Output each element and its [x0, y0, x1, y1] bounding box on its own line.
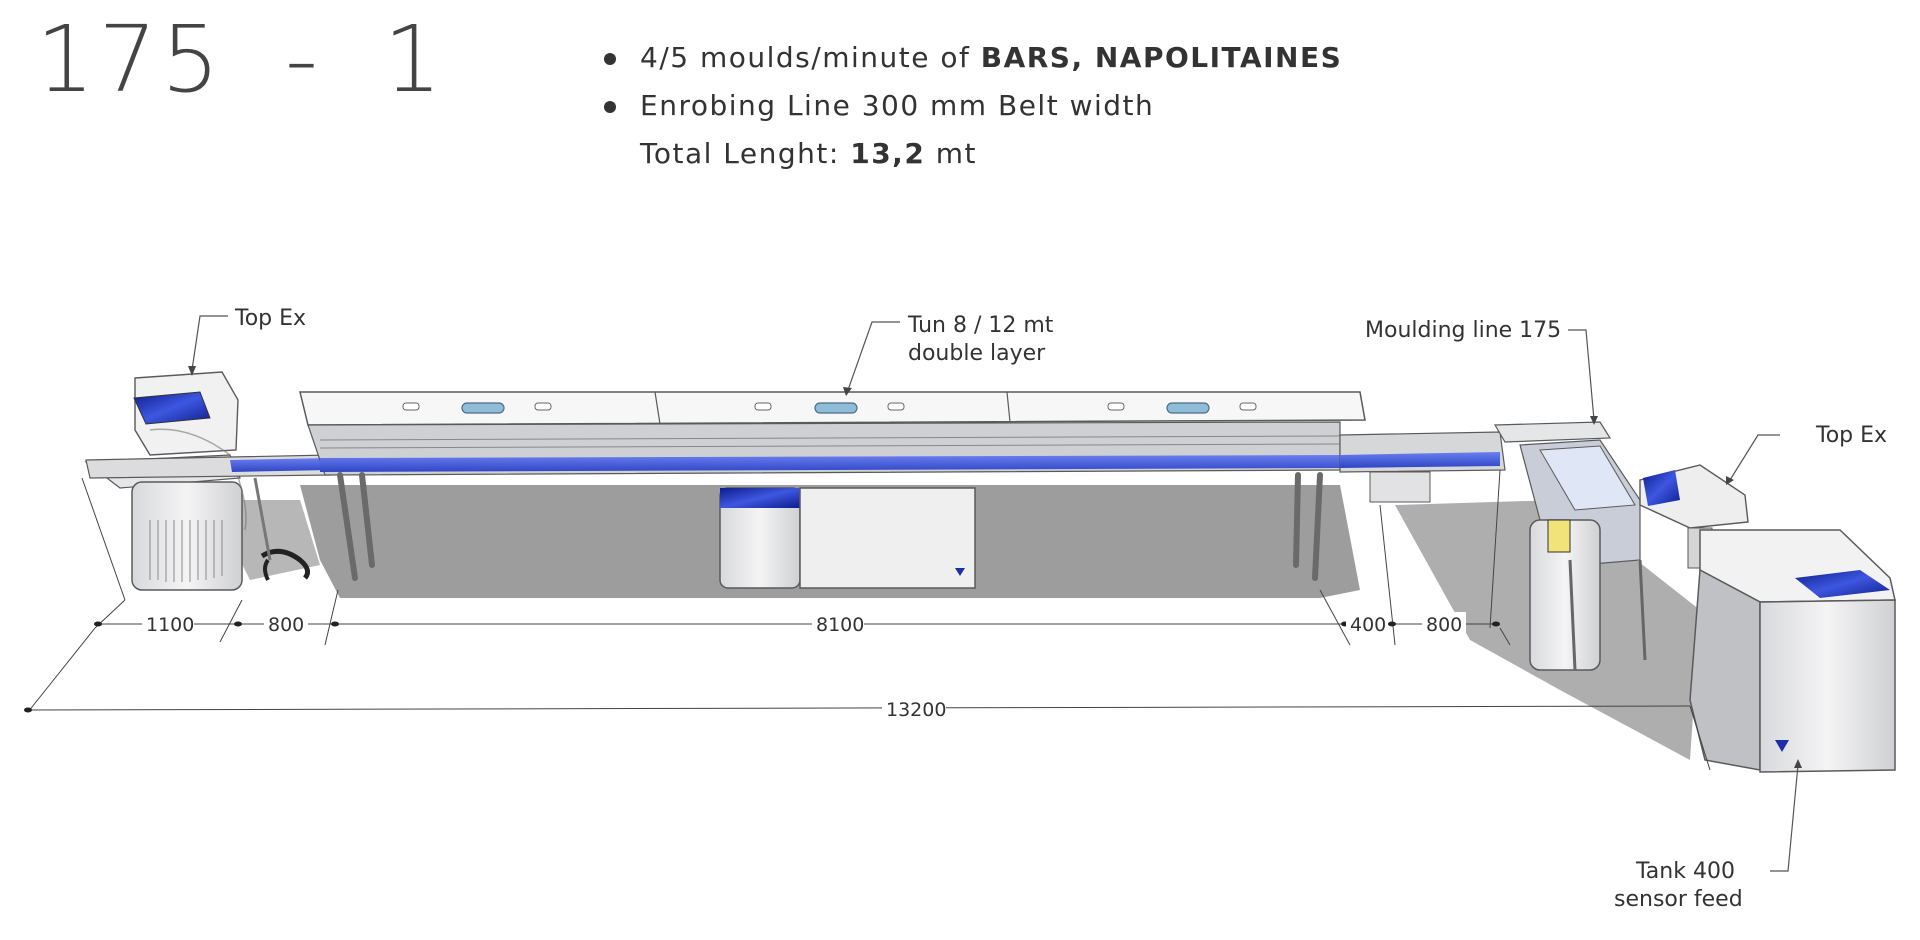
spec-length-unit: mt: [925, 137, 977, 170]
model-separator: -: [284, 6, 323, 113]
outfeed-conveyor: [1339, 431, 1506, 503]
dimension-8100: 8100: [816, 614, 864, 636]
infeed-conveyor: [85, 454, 331, 561]
moulding-line-machine: [1493, 421, 1647, 671]
spec-capacity-products: BARS, NAPOLITAINES: [980, 41, 1343, 74]
callout-tank-line2: sensor feed: [1614, 887, 1743, 912]
spec-list: 4/5 moulds/minute of BARS, NAPOLITAINES …: [600, 34, 1342, 178]
cooling-tunnel: [299, 391, 1366, 589]
dimension-label-backgrounds: [142, 612, 1466, 720]
spec-capacity-text: 4/5 moulds/minute of: [640, 41, 981, 74]
dimension-total-13200: 13200: [886, 699, 946, 721]
spec-length-value: 13,2: [850, 137, 926, 170]
spec-capacity: 4/5 moulds/minute of BARS, NAPOLITAINES: [600, 34, 1342, 82]
spec-length-label: Total Lenght:: [640, 137, 851, 170]
tank-400-machine: [1689, 529, 1896, 773]
leader-arrowheads: [188, 366, 1802, 768]
callout-tank-line1: Tank 400: [1635, 859, 1735, 884]
model-title: 175 - 1: [36, 14, 446, 106]
model-variant: 1: [383, 6, 446, 113]
dimension-ticks: [24, 621, 1500, 713]
spec-belt: Enrobing Line 300 mm Belt width: [600, 82, 1342, 130]
callout-moulding-line: Moulding line 175: [1365, 318, 1561, 343]
dimension-1100: 1100: [146, 614, 194, 636]
callout-top-ex-left: Top Ex: [234, 306, 306, 331]
callout-leaders: [191, 315, 1799, 872]
dimension-800-right: 800: [1426, 614, 1462, 636]
callout-tunnel-line1: Tun 8 / 12 mt: [907, 313, 1054, 338]
bullet-icon: [604, 101, 616, 113]
model-number: 175: [36, 6, 224, 113]
bullet-icon: [604, 53, 616, 65]
spec-total-length: Total Lenght: 13,2 mt: [600, 130, 1342, 178]
callout-top-ex-right: Top Ex: [1815, 423, 1887, 448]
dimension-400: 400: [1350, 614, 1386, 636]
callout-tunnel-line2: double layer: [908, 341, 1046, 366]
dimension-800-left: 800: [268, 614, 304, 636]
spec-belt-text: Enrobing Line 300 mm Belt width: [640, 89, 1155, 122]
